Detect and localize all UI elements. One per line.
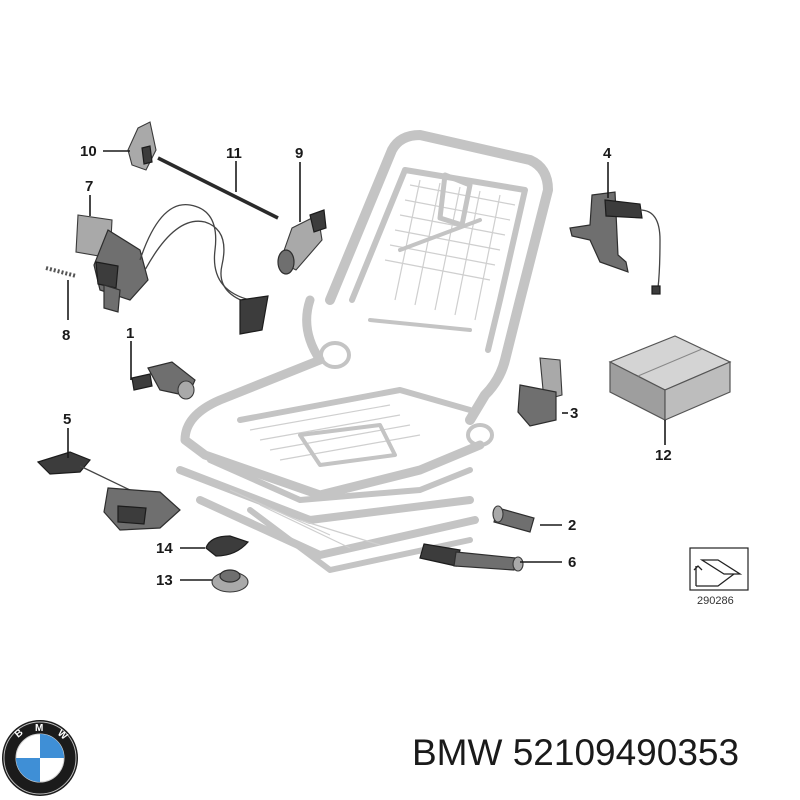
part-7-gearbox	[75, 204, 269, 335]
part-1-motor	[131, 361, 196, 400]
callout-9: 9	[295, 145, 303, 162]
part-10-connector	[127, 121, 157, 171]
bmw-logo-letter-m: M	[35, 723, 43, 734]
reference-arrow-icon	[693, 559, 743, 587]
leader-lines	[67, 150, 666, 581]
seat-frame	[176, 130, 553, 573]
part-6-drive	[419, 543, 524, 572]
callout-3: 3	[570, 405, 578, 422]
callout-11: 11	[226, 145, 242, 162]
part-8-spring	[45, 266, 77, 278]
callout-10: 10	[80, 143, 97, 160]
reference-box: 290286	[689, 547, 749, 607]
part-5-height-adjuster	[36, 451, 181, 531]
reference-code: 290286	[697, 595, 734, 607]
part-12-box	[608, 335, 732, 421]
callout-7: 7	[85, 178, 93, 195]
part-14-cap	[205, 535, 250, 557]
callout-6: 6	[568, 554, 576, 571]
brand-name: BMW	[412, 732, 503, 773]
callout-2: 2	[568, 517, 576, 534]
callout-labels: 10 11 9 7 8 1 4 3 5 12 2 6 14 13	[62, 143, 672, 589]
brand-part-number-caption: BMW 52109490353	[412, 732, 739, 774]
part-9-motor	[277, 209, 327, 275]
part-3-motor	[517, 357, 563, 427]
part-13-cap	[211, 569, 249, 593]
bmw-logo-icon: B M W	[2, 720, 78, 796]
callout-8: 8	[62, 327, 70, 344]
callout-14: 14	[156, 540, 173, 557]
callout-5: 5	[63, 411, 71, 428]
callout-1: 1	[126, 325, 134, 342]
callout-4: 4	[603, 145, 612, 162]
part-2-cylinder	[492, 505, 535, 533]
callout-12: 12	[655, 447, 672, 464]
callout-13: 13	[156, 572, 173, 589]
part-number: 52109490353	[512, 732, 740, 773]
part-11-rod	[157, 156, 279, 220]
part-4-bracket	[569, 191, 661, 295]
